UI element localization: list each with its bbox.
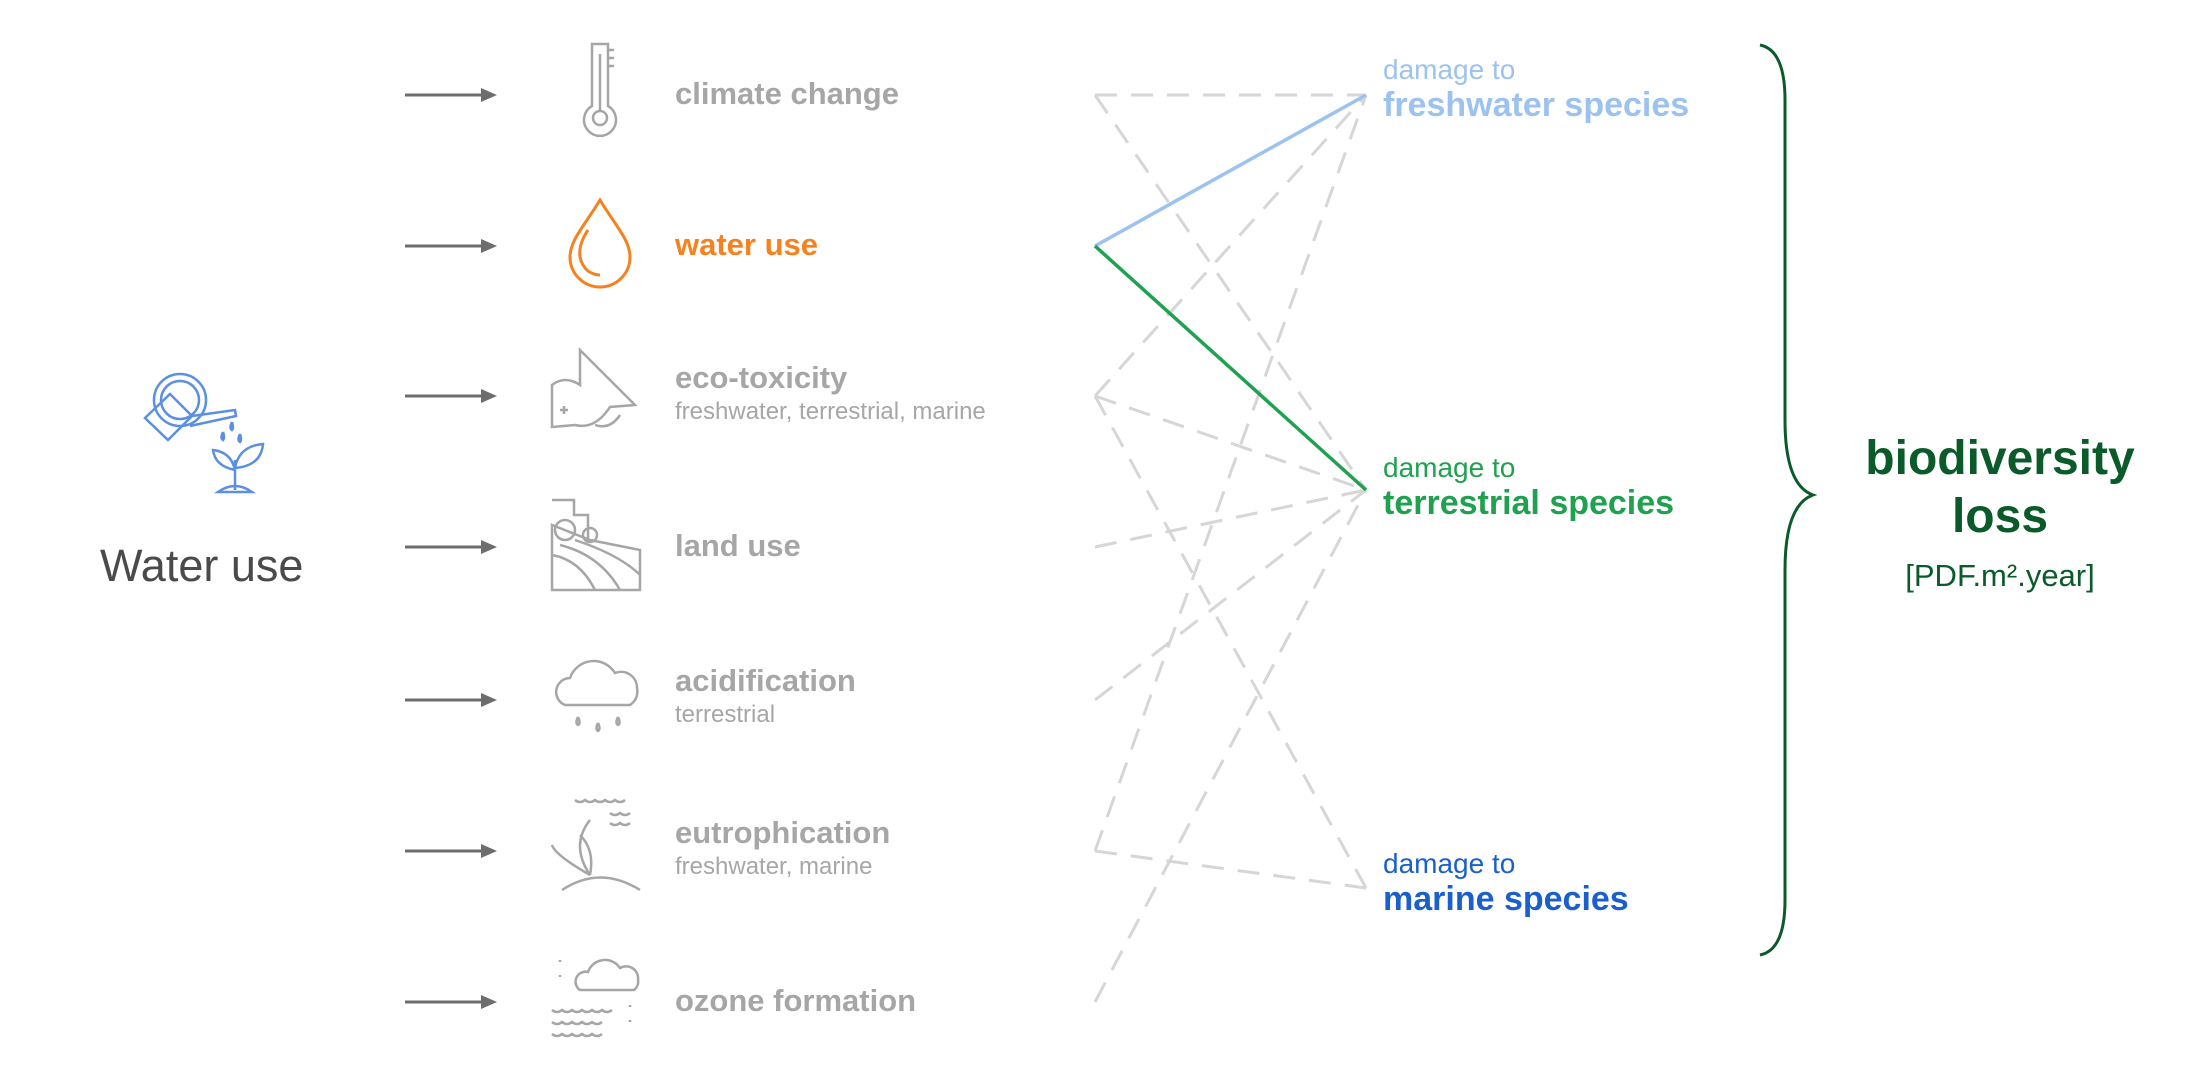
tractor-field-icon: [550, 495, 650, 595]
category-acidification: acidification terrestrial: [675, 663, 856, 729]
arrow-5: [405, 843, 497, 859]
category-ozone-formation: ozone formation: [675, 983, 916, 1019]
damage-prefix: damage to: [1383, 54, 1516, 85]
arrow-4: [405, 692, 497, 708]
category-sublabel: freshwater, marine: [675, 853, 873, 880]
source-icon: [140, 370, 290, 520]
curly-brace: [1759, 43, 1818, 957]
damage-prefix: damage to: [1383, 452, 1516, 483]
category-eco-toxicity: eco-toxicity freshwater, terrestrial, mar…: [675, 360, 986, 426]
result-title-line1: biodiversity: [1865, 432, 2135, 485]
category-label: climate change: [675, 76, 899, 111]
damage-prefix: damage to: [1383, 848, 1516, 879]
link-2-2: [1093, 395, 1368, 889]
arrow-6: [405, 994, 497, 1010]
fish-icon: [550, 345, 650, 445]
damage-label: marine species: [1383, 880, 1629, 918]
link-1-0: [1094, 93, 1367, 248]
link-1-1: [1093, 244, 1368, 492]
category-label: water use: [675, 227, 819, 262]
category-climate-change: climate change: [675, 76, 899, 112]
category-sublabel: terrestrial: [675, 701, 776, 728]
seaweed-water-icon: [550, 795, 650, 895]
category-eutrophication: eutrophication freshwater, marine: [675, 815, 890, 881]
category-label: ozone formation: [675, 983, 917, 1018]
link-6-1: [1093, 489, 1368, 1003]
link-3-1: [1094, 488, 1367, 549]
damage-label: freshwater species: [1383, 86, 1690, 124]
category-label: land use: [675, 528, 801, 563]
link-2-0: [1093, 93, 1368, 398]
smog-cloud-icon: [550, 950, 650, 1050]
damage-label: terrestrial species: [1383, 484, 1675, 522]
link-0-1: [1093, 94, 1368, 491]
result-title-line2: loss: [1951, 490, 2049, 543]
thermometer-icon: [550, 40, 650, 140]
arrow-2: [405, 388, 497, 404]
result-block: biodiversity loss [PDF.m².year]: [1830, 430, 2170, 594]
category-sublabel: freshwater, terrestrial, marine: [675, 398, 986, 425]
category-label: eco-toxicity: [675, 360, 848, 395]
source-label: Water use: [100, 540, 304, 591]
watering-can-plant-icon: [143, 372, 265, 494]
water-drop-icon: [550, 195, 650, 295]
acid-rain-cloud-icon: [550, 645, 650, 745]
category-label: acidification: [675, 663, 856, 698]
category-water-use: water use: [675, 227, 818, 263]
arrow-3: [405, 539, 497, 555]
link-5-0: [1093, 94, 1368, 852]
category-land-use: land use: [675, 528, 801, 564]
arrow-0: [405, 87, 497, 103]
category-label: eutrophication: [675, 815, 891, 850]
link-5-2: [1094, 849, 1367, 890]
link-2-1: [1094, 394, 1367, 492]
arrow-1: [405, 238, 497, 254]
result-unit: [PDF.m².year]: [1905, 558, 2095, 593]
link-4-1: [1094, 488, 1367, 702]
